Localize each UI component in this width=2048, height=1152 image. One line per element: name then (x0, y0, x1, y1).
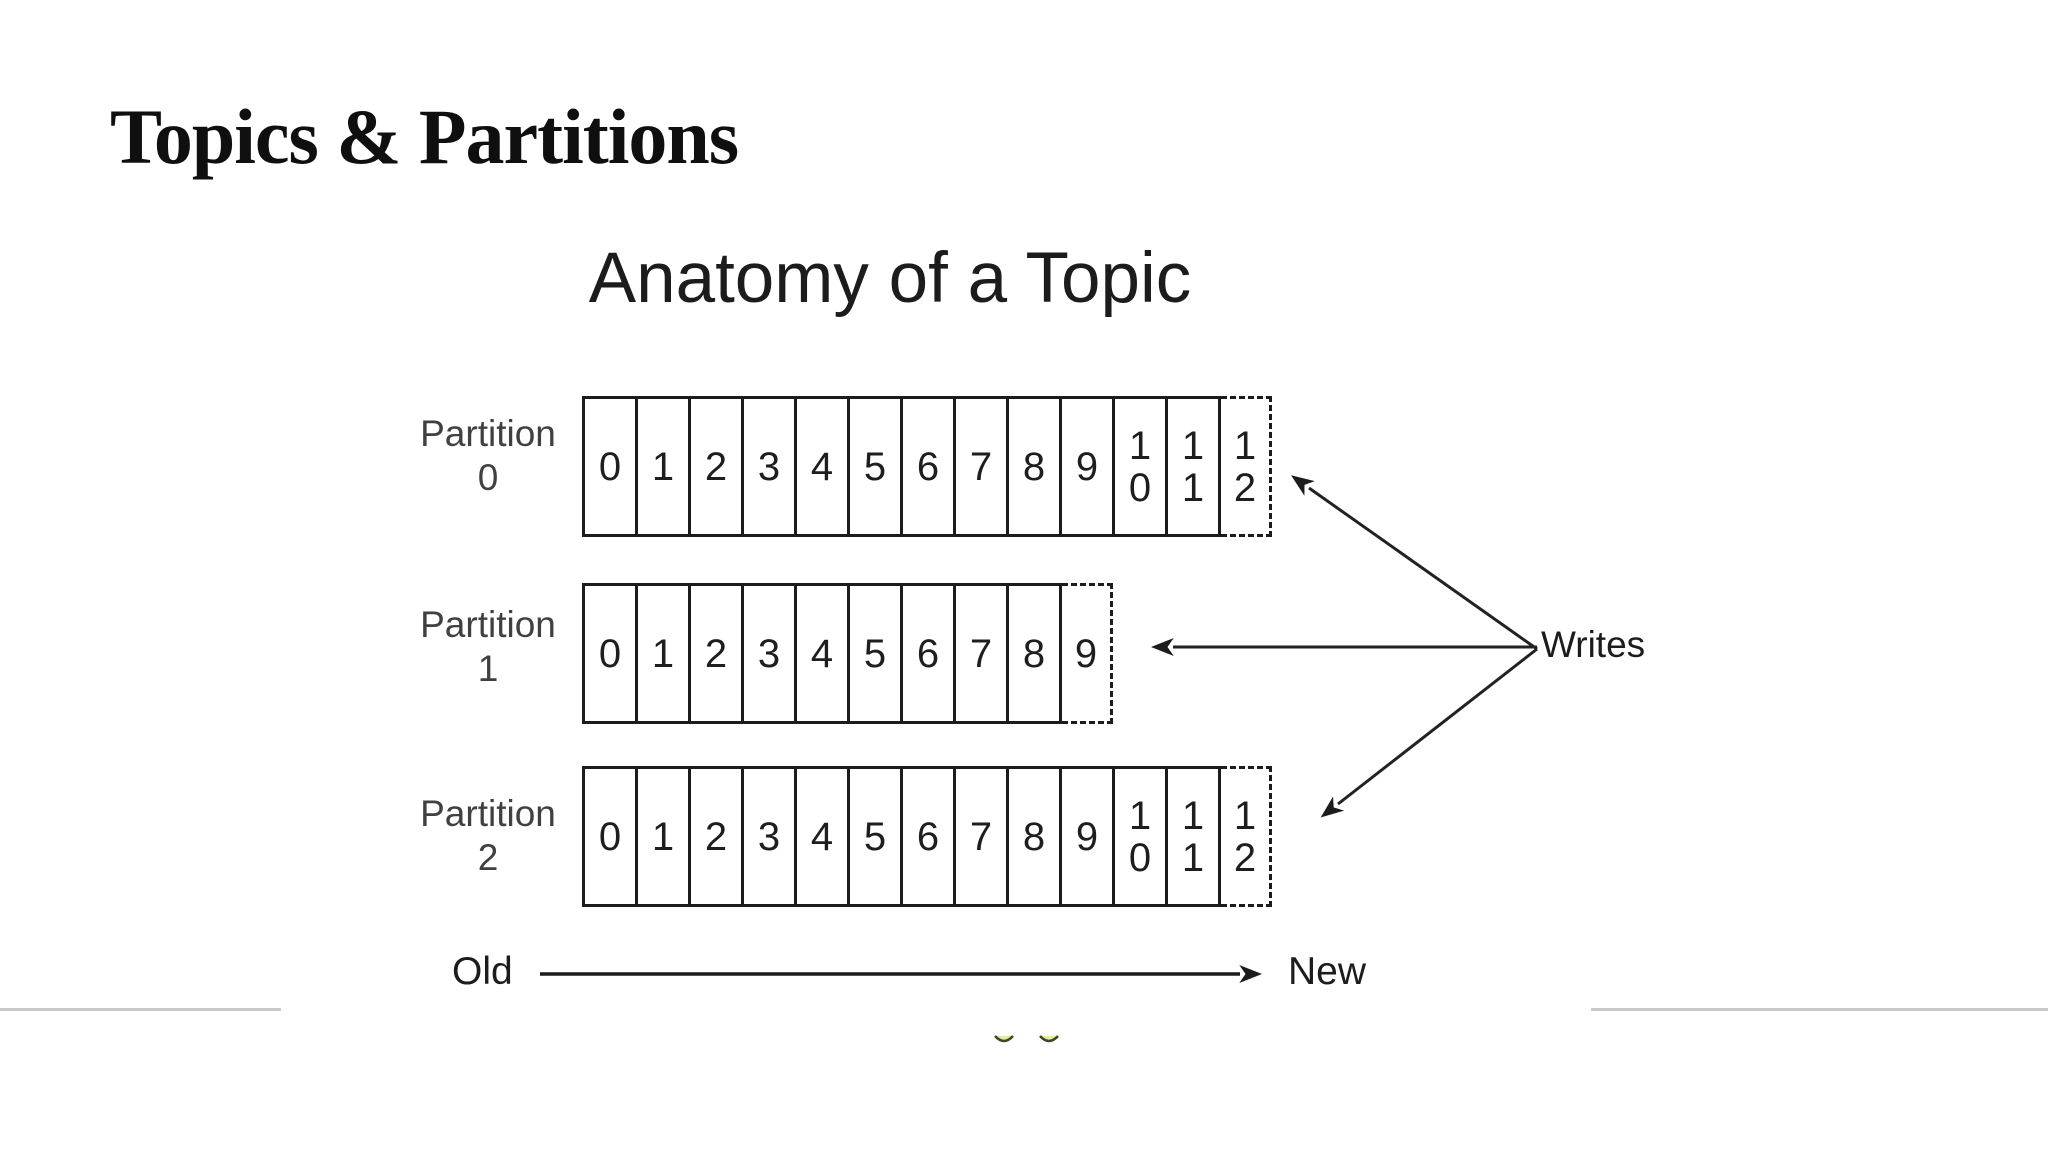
log-cell: 3 (741, 399, 794, 534)
next-log-cell: 12 (1221, 396, 1272, 537)
writes-arrow-partition-2 (1320, 647, 1538, 818)
log-cell: 1 (635, 586, 688, 721)
log-cell: 11 (1165, 399, 1218, 534)
log-cell: 4 (794, 399, 847, 534)
log-cell: 7 (953, 586, 1006, 721)
slide-title: Topics & Partitions (110, 93, 739, 180)
log-cell: 2 (688, 769, 741, 904)
green-arc-icon (994, 1035, 1014, 1043)
log-cell: 0 (598, 814, 622, 859)
log-cell: 9 (1059, 399, 1112, 534)
log-cell: 11 (1165, 769, 1218, 904)
log-cell: 0 (598, 631, 622, 676)
log-cell: 3 (741, 769, 794, 904)
log-cell: 5 (847, 586, 900, 721)
log-cell: 10 (1112, 399, 1165, 534)
log-cell: 6 (900, 586, 953, 721)
writes-arrow-partition-0 (1291, 475, 1538, 651)
log-cell: 5 (847, 399, 900, 534)
log-cell: 1 (635, 769, 688, 904)
log-cell: 0 (598, 444, 622, 489)
log-cell: 4 (794, 769, 847, 904)
log-cell: 4 (794, 586, 847, 721)
log-cell: 9 (1059, 769, 1112, 904)
next-log-cell: 9 (1062, 583, 1113, 724)
log-cell: 2 (688, 399, 741, 534)
log-cell: 7 (953, 769, 1006, 904)
log-cell: 8 (1006, 769, 1059, 904)
slide-divider-left (0, 1008, 281, 1011)
partition-label-text: Partition (420, 413, 556, 454)
log-cell: 7 (953, 399, 1006, 534)
log-cell: 2 (688, 586, 741, 721)
log-cell: 8 (1006, 399, 1059, 534)
log-cell: 6 (900, 399, 953, 534)
old-label: Old (452, 950, 513, 993)
partition-label-number: 1 (477, 648, 499, 690)
partition-label-text: Partition (420, 604, 556, 645)
log-cell: 6 (900, 769, 953, 904)
figure-title: Anatomy of a Topic (588, 239, 1192, 318)
next-log-cell: 12 (1221, 766, 1272, 907)
partition-label-text: Partition (420, 793, 556, 834)
log-cell: 10 (1112, 769, 1165, 904)
writes-label: Writes (1541, 624, 1646, 665)
partition-label-number: 0 (477, 457, 499, 499)
new-label: New (1288, 950, 1367, 993)
log-cell: 5 (847, 769, 900, 904)
green-arc-icon (1039, 1035, 1059, 1043)
log-cell: 3 (741, 586, 794, 721)
partition-label-number: 2 (477, 837, 499, 879)
log-cell: 8 (1006, 586, 1059, 721)
log-cell: 1 (635, 399, 688, 534)
slide-divider-right (1591, 1008, 2048, 1011)
